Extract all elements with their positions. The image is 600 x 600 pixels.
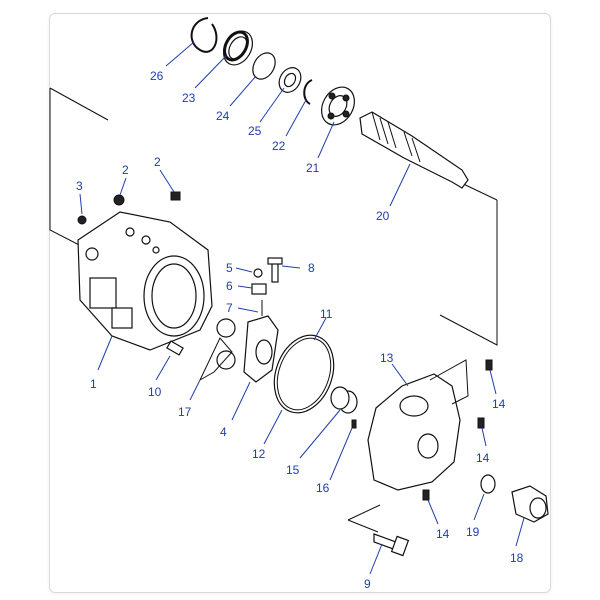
part-labels: 26 23 24 25 22 21 20 2 2 3 1 10 17 4 5 6… [76,69,524,591]
swash-plate-part [243,315,279,383]
small-fasteners [251,257,283,316]
roller-bearing-part [321,86,355,126]
oil-seal-part [222,30,254,66]
large-o-ring-part [273,334,335,414]
label-14c: 14 [436,527,450,541]
o-ring-part-24 [252,52,276,80]
bearing-part [278,67,302,93]
label-22: 22 [272,139,286,153]
label-6: 6 [226,279,233,293]
ball-parts [199,318,236,381]
label-8: 8 [308,261,315,275]
label-1: 1 [90,377,97,391]
label-7: 7 [226,301,233,315]
label-5: 5 [226,261,233,275]
label-19: 19 [466,525,480,539]
snap-ring-small-part [303,79,313,105]
pin-part [166,340,184,356]
label-11: 11 [320,307,333,321]
label-12: 12 [252,447,266,461]
label-20: 20 [376,209,390,223]
label-10: 10 [148,385,162,399]
label-18: 18 [510,551,524,565]
label-4: 4 [220,425,227,439]
pump-housing-part [77,211,213,351]
assembly-guide-lines [49,87,498,533]
label-26: 26 [150,69,164,83]
label-2b: 2 [154,155,161,169]
label-14b: 14 [476,451,490,465]
label-23: 23 [182,91,196,105]
label-21: 21 [306,161,320,175]
label-3: 3 [76,179,83,193]
label-14a: 14 [492,397,506,411]
label-25: 25 [248,124,262,138]
end-cover-part [367,359,469,491]
leader-lines [79,41,525,575]
label-9: 9 [364,577,371,591]
o-ring-part-19 [480,474,496,494]
snap-ring-part [190,17,218,53]
small-pin-part [351,419,357,429]
label-24: 24 [216,109,230,123]
housing-bolts [77,191,181,225]
label-2a: 2 [122,163,129,177]
bushing-part [330,386,358,414]
plug-part [511,485,549,523]
label-16: 16 [316,481,330,495]
cover-bolts [422,359,493,501]
bolt-part-9 [373,533,410,557]
label-17: 17 [178,405,192,419]
label-13: 13 [380,351,394,365]
drive-shaft-part [359,111,469,189]
label-15: 15 [286,463,300,477]
